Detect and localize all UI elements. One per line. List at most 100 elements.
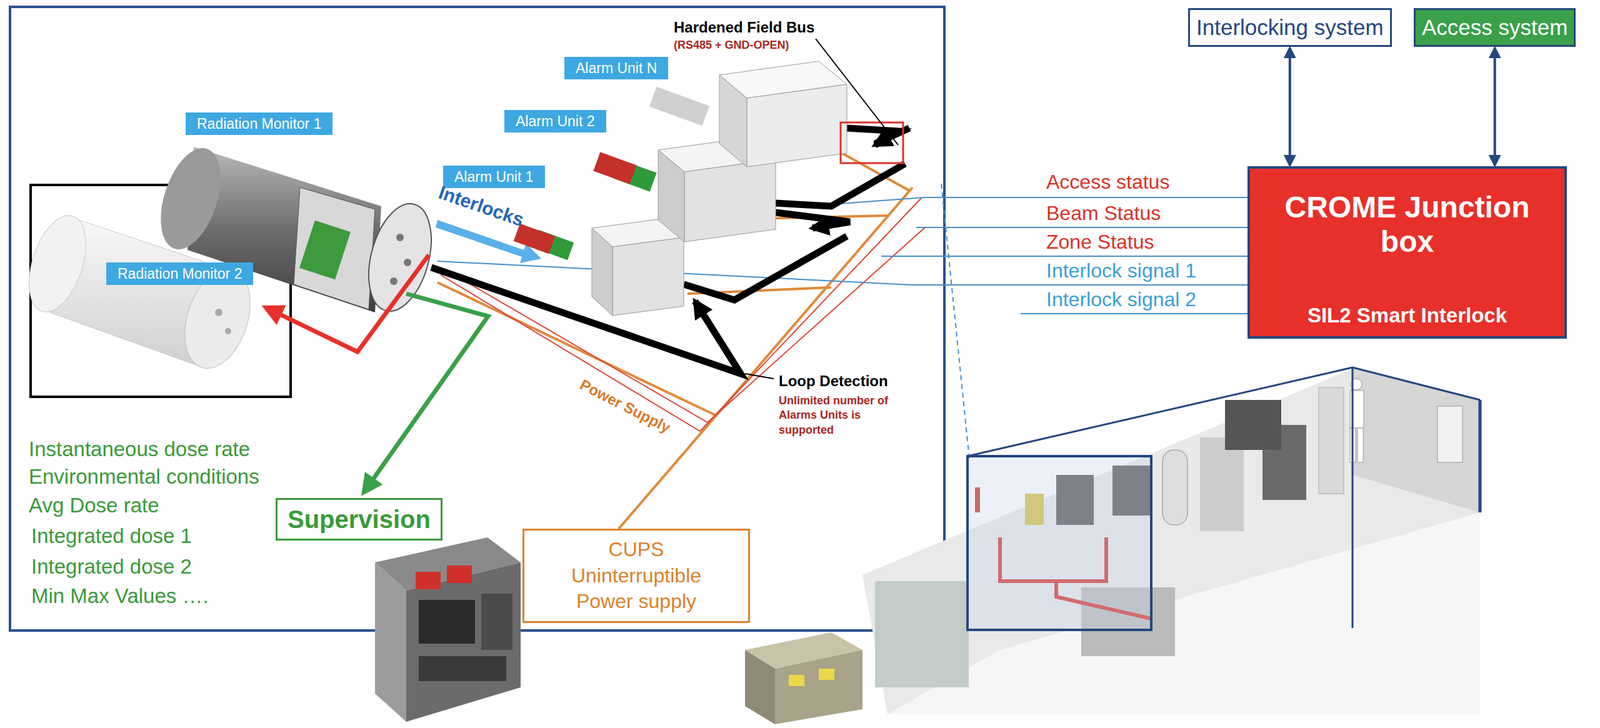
- radiation-monitor-1-part: [299, 220, 351, 280]
- bundle-wires-part: [916, 226, 1248, 229]
- monitor-links-part: [265, 255, 429, 352]
- measurement: Integrated dose 1: [31, 524, 192, 549]
- signal-name: Interlock signal 1: [1046, 260, 1197, 282]
- box-title: Alarm Unit N: [575, 60, 657, 77]
- black-cable-part: [775, 212, 850, 229]
- alarm-unit-n: [649, 61, 847, 167]
- alarm-label: Alarm Unit 1: [443, 165, 545, 189]
- room-illustration-part: [1352, 368, 1480, 513]
- signal-name: Interlock signal 2: [1046, 288, 1197, 311]
- radiation-monitor-1-part: [403, 258, 412, 267]
- box-title: Access system: [1421, 15, 1568, 40]
- black-cable-part: [431, 267, 741, 374]
- black-cable-part: [683, 236, 847, 300]
- signal-name: Zone Status: [1046, 231, 1155, 254]
- bundle-wires-part: [941, 183, 970, 460]
- loop-leader-part: [745, 373, 774, 379]
- supervision-cabinet-part: [446, 565, 472, 584]
- bus-spec: (RS485 + GND-OPEN): [673, 38, 790, 52]
- alarm-unit-n-part: [719, 75, 747, 167]
- field-bus-marker-part: [815, 38, 899, 145]
- radiation-monitor-2-part: [215, 308, 223, 317]
- supervision-cabinet-part: [481, 593, 513, 650]
- room-illustration-part: [1162, 450, 1188, 525]
- alarm-unit-n-part: [649, 86, 710, 127]
- ups-box: CUPS Uninterruptible Power supply: [522, 528, 750, 624]
- box-title: Interlocking system: [1196, 15, 1384, 40]
- box-title: Radiation Monitor 1: [196, 115, 322, 132]
- radiation-monitor-2-part: [225, 328, 232, 335]
- room-illustration-part: [1200, 437, 1244, 532]
- connector-arrow: [1493, 48, 1497, 165]
- supervision-cabinet-part: [418, 656, 507, 682]
- note: Unlimited number of Alarms Units is supp…: [778, 393, 910, 438]
- radiation-monitor-2-part: [18, 208, 97, 320]
- bundle-wires-part: [881, 255, 1248, 257]
- field-bus-marker: [815, 38, 904, 164]
- box-title: Alarm Unit 2: [515, 113, 595, 130]
- measurement: Integrated dose 2: [31, 555, 192, 579]
- field-bus-marker-part: [840, 122, 904, 164]
- room-illustration-part: [1437, 406, 1463, 463]
- alarm-unit-1-part: [591, 228, 613, 316]
- room-illustration-part: [1351, 367, 1354, 629]
- bundle-wires-part: [806, 197, 1248, 207]
- bundle-wires-part: [443, 227, 925, 423]
- box-title: Alarm Unit 1: [454, 168, 534, 185]
- generator-part: [818, 668, 835, 680]
- measurement: Environmental conditions: [28, 465, 260, 489]
- signal-name: Beam Status: [1046, 202, 1161, 225]
- alarm-unit-2-part: [658, 150, 685, 242]
- room-illustration-part: [862, 368, 1480, 715]
- supervision-cabinet: [375, 537, 521, 722]
- room-illustration-part: [1225, 400, 1282, 450]
- supervision-cabinet-part: [406, 562, 521, 722]
- junction-box: CROME Junction boxSIL2 Smart Interlock: [1247, 166, 1567, 339]
- room-illustration-part: [1357, 428, 1364, 463]
- room-illustration: [862, 367, 1480, 715]
- measurement: Instantaneous dose rate: [28, 437, 250, 462]
- generator-part: [745, 650, 775, 725]
- signal-name: Interlocks: [435, 181, 527, 232]
- radiation-monitor-1-part: [293, 187, 375, 310]
- black-cable-part: [775, 163, 905, 207]
- outer-frame: [10, 6, 945, 631]
- monitor-label: Radiation Monitor 2: [106, 262, 254, 285]
- box-title: Supervision: [287, 505, 431, 534]
- box-title: CROME Junction box: [1268, 190, 1546, 259]
- system-box: Interlocking system: [1188, 8, 1392, 47]
- alarm-label: Alarm Unit N: [564, 56, 669, 80]
- monitor-links-part: [363, 293, 489, 493]
- radiation-monitor-1-part: [149, 140, 232, 257]
- alarm-unit-n-part: [746, 84, 847, 167]
- monitor-links: [265, 255, 489, 493]
- outer-frame-part: [10, 6, 945, 631]
- line-name: Power Supply: [576, 376, 674, 437]
- box-subtitle: SIL2 Smart Interlock: [1268, 303, 1546, 328]
- room-illustration-part: [875, 581, 969, 688]
- black-cable-part: [875, 128, 910, 144]
- supervision-box: Supervision: [275, 498, 443, 541]
- black-cable: [431, 128, 910, 374]
- room-illustration-part: [967, 456, 1152, 630]
- room-illustration-part: [1318, 387, 1344, 494]
- measurement: Min Max Values ….: [31, 584, 209, 609]
- alarm-unit-1: [513, 218, 684, 316]
- generator: [745, 632, 863, 725]
- radiation-monitor-1-part: [396, 233, 404, 242]
- connector-arrow: [1288, 48, 1292, 165]
- bundle-wires-part: [1020, 313, 1248, 315]
- supervision-cabinet-part: [418, 600, 475, 644]
- alarm-unit-2-part: [684, 159, 776, 242]
- generator-part: [788, 675, 805, 687]
- system-box: Access system: [1413, 8, 1576, 47]
- radiation-monitor-1: [149, 140, 442, 319]
- radiation-monitor-1-part: [390, 277, 398, 285]
- signal-name: Access status: [1046, 171, 1170, 194]
- loop-leader: [745, 373, 774, 379]
- room-illustration-part: [1352, 367, 1480, 400]
- loop-name: Loop Detection: [778, 372, 889, 390]
